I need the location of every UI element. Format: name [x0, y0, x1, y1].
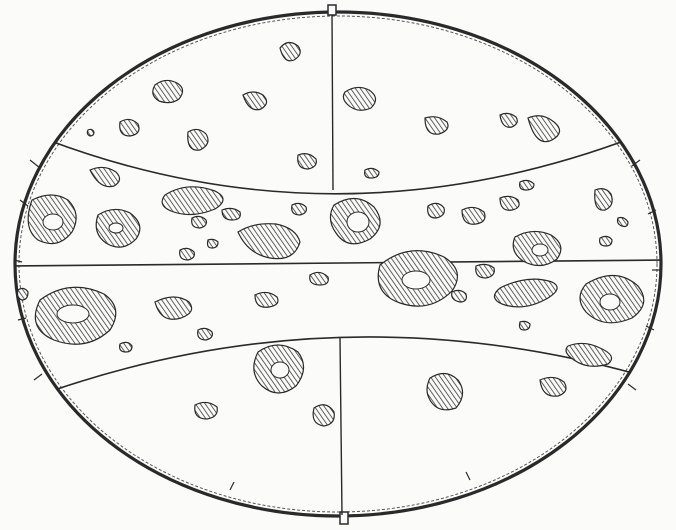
top-pin	[328, 5, 336, 15]
disc-outline	[15, 12, 661, 516]
bottom-pin	[340, 512, 348, 524]
